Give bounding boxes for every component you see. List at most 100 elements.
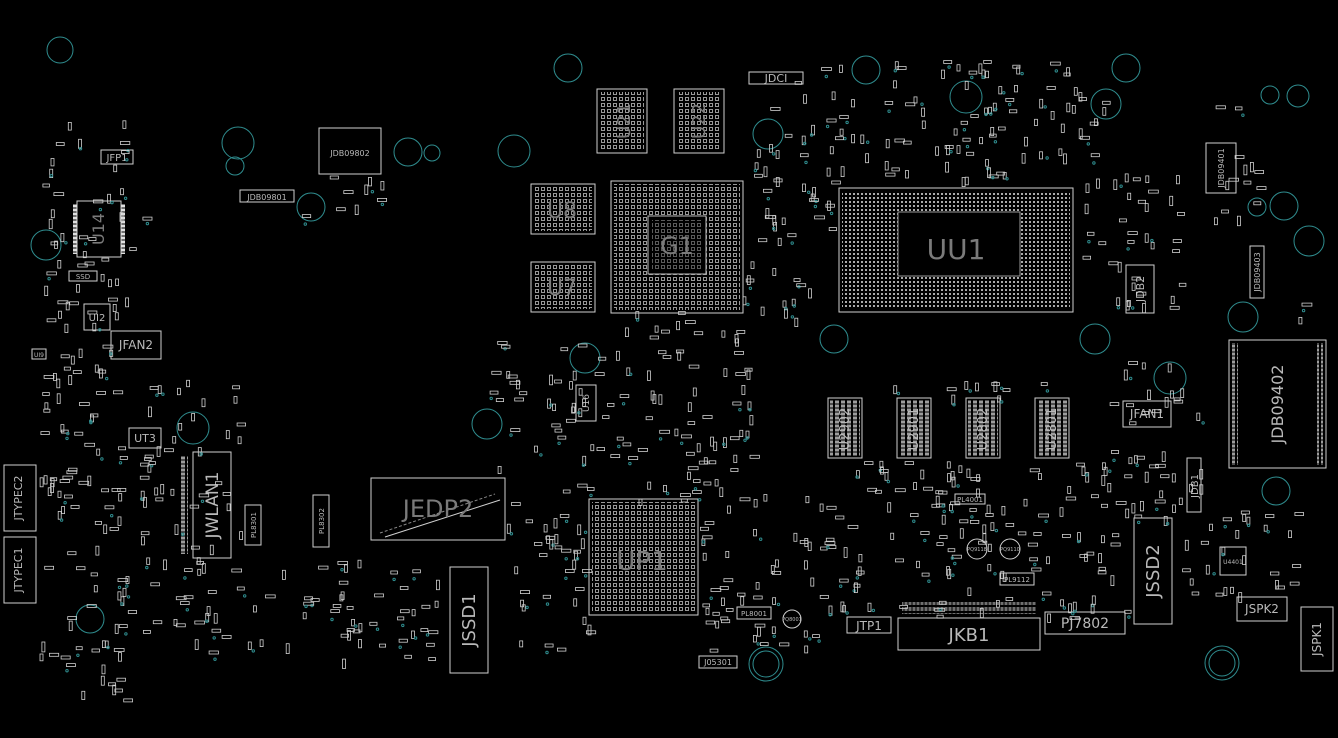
via: [105, 376, 109, 381]
passive-part: [894, 61, 899, 71]
passive-part: [66, 663, 76, 667]
passive-part: [354, 204, 359, 216]
passive-part: [1256, 186, 1267, 191]
via: [772, 226, 776, 231]
passive-part: [913, 482, 917, 490]
passive-part: [50, 478, 55, 488]
passive-part: [364, 184, 369, 195]
passive-part: [794, 81, 802, 85]
passive-part: [812, 634, 820, 638]
via: [1137, 520, 1141, 525]
passive-part: [1215, 592, 1224, 597]
passive-part: [702, 415, 713, 419]
via: [698, 498, 702, 502]
passive-part: [411, 609, 416, 617]
passive-part: [935, 495, 940, 505]
passive-part: [1144, 471, 1149, 483]
passive-part: [1154, 499, 1166, 504]
passive-part: [397, 616, 405, 621]
passive-part: [1127, 192, 1132, 200]
passive-part: [50, 209, 55, 219]
via: [78, 147, 83, 151]
passive-part: [118, 446, 126, 451]
passive-part: [539, 553, 548, 557]
passive-part: [81, 690, 86, 700]
passive-part: [828, 605, 833, 616]
passive-part: [252, 605, 257, 613]
via: [106, 645, 110, 650]
passive-part: [951, 476, 956, 488]
passive-part: [685, 320, 696, 325]
passive-part: [843, 547, 848, 558]
passive-part: [543, 524, 548, 533]
via: [1076, 539, 1081, 544]
passive-part: [304, 596, 313, 601]
via: [120, 602, 124, 606]
passive-part: [118, 493, 123, 502]
passive-part: [658, 350, 667, 355]
passive-part: [1067, 486, 1072, 494]
passive-part: [931, 503, 940, 508]
passive-part: [1263, 524, 1268, 532]
passive-part: [760, 306, 765, 316]
passive-part: [705, 620, 715, 625]
passive-part: [511, 502, 521, 506]
via: [1086, 142, 1091, 146]
passive-part: [1184, 539, 1189, 551]
passive-part: [318, 565, 329, 570]
passive-part: [1270, 571, 1280, 576]
passive-part: [1038, 473, 1042, 480]
passive-part: [864, 461, 874, 466]
passive-part: [947, 548, 956, 553]
passive-part: [1173, 397, 1181, 402]
passive-part: [104, 505, 115, 510]
passive-part: [173, 619, 178, 627]
label-pl4001: PL4001: [957, 496, 983, 504]
passive-part: [764, 215, 776, 219]
via: [100, 457, 104, 461]
passive-part: [610, 454, 621, 459]
passive-part: [96, 448, 101, 456]
passive-part: [101, 488, 109, 493]
passive-part: [793, 278, 801, 283]
passive-part: [587, 487, 595, 491]
passive-part: [578, 408, 583, 418]
passive-part: [497, 340, 508, 345]
passive-part: [577, 343, 588, 348]
passive-part: [340, 633, 350, 638]
passive-part: [237, 436, 242, 445]
via: [941, 504, 945, 508]
via: [83, 242, 88, 246]
passive-part: [721, 597, 725, 606]
passive-part: [1129, 421, 1137, 426]
passive-part: [1073, 87, 1078, 96]
via: [251, 649, 256, 653]
passive-part: [194, 620, 205, 625]
via: [412, 577, 416, 581]
passive-part: [1149, 464, 1159, 469]
via: [981, 75, 985, 79]
passive-part: [893, 80, 897, 89]
passive-part: [525, 519, 533, 524]
passive-part: [170, 488, 175, 496]
passive-part: [107, 193, 111, 204]
label-jtypec2: JTYPEC2: [12, 476, 25, 522]
passive-part: [602, 415, 610, 420]
via: [809, 133, 814, 137]
passive-part: [247, 641, 252, 650]
passive-part: [516, 379, 520, 390]
passive-part: [119, 455, 128, 460]
passive-part: [1110, 542, 1121, 547]
passive-part: [1205, 564, 1210, 575]
passive-part: [953, 128, 958, 136]
passive-part: [966, 468, 971, 478]
passive-part: [810, 577, 815, 587]
passive-part: [867, 602, 872, 612]
passive-part: [84, 261, 95, 266]
passive-part: [1131, 282, 1136, 291]
via: [125, 584, 129, 588]
via: [942, 509, 946, 514]
via: [845, 120, 849, 125]
via: [829, 211, 834, 216]
passive-part: [594, 372, 605, 377]
